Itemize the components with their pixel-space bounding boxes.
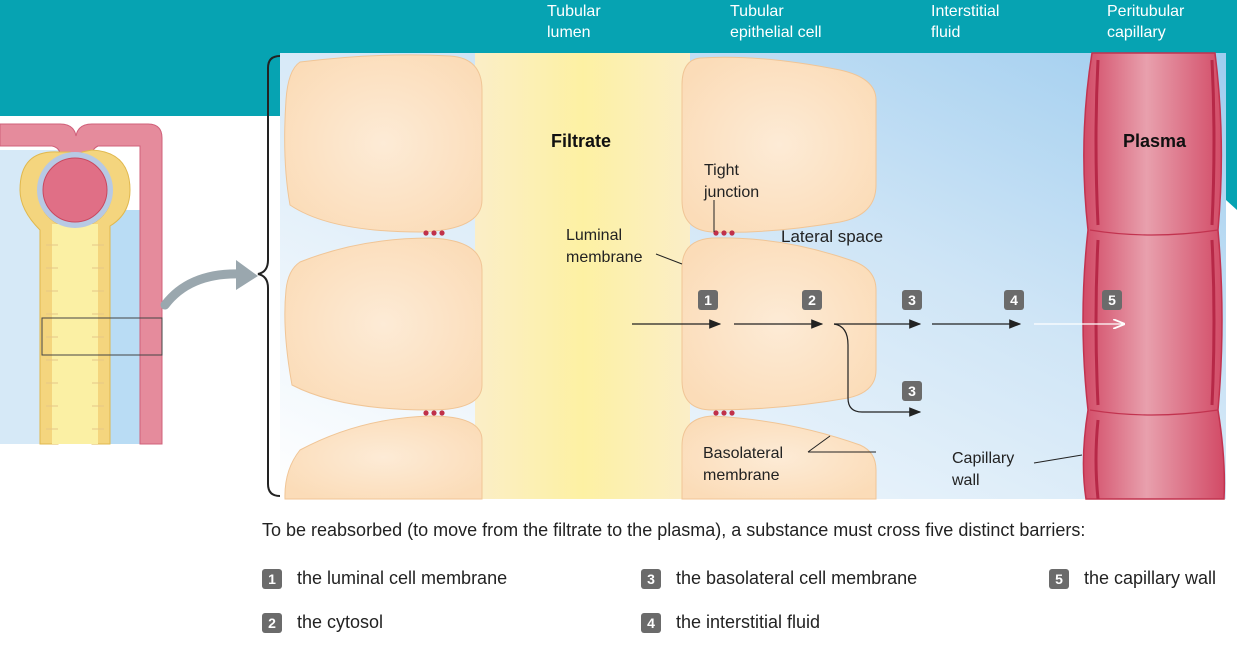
- legend-item-1: 1 the luminal cell membrane: [262, 568, 507, 589]
- luminal-membrane-label: Luminal membrane: [566, 227, 643, 266]
- capillary-wall-label: Capillary wall: [952, 450, 1015, 489]
- legend-item-3: 3 the basolateral cell membrane: [641, 568, 917, 589]
- nephron-inset: [0, 116, 258, 445]
- header-band-left: [0, 53, 280, 116]
- legend-item-5: 5 the capillary wall: [1049, 568, 1216, 589]
- left-cell-column: [284, 54, 483, 500]
- legend-badge-5: 5: [1049, 568, 1069, 589]
- tight-junction-label: Tight junction: [704, 162, 760, 201]
- header-interstitial-fluid: Interstitial fluid: [931, 3, 1000, 41]
- header-tubular-lumen: Tubular lumen: [547, 3, 601, 41]
- plasma-label: Plasma: [1123, 131, 1187, 151]
- basolateral-membrane-label: Basolateral membrane: [703, 445, 784, 484]
- step-badge-3b: 3: [902, 381, 922, 401]
- step-badge-5: 5: [1102, 290, 1122, 310]
- legend-badge-2: 2: [262, 612, 282, 633]
- step-badge-1: 1: [698, 290, 718, 310]
- tight-junction-dots: [423, 230, 735, 416]
- caption: To be reabsorbed (to move from the filtr…: [262, 520, 1086, 540]
- lateral-space-label: Lateral space: [781, 227, 884, 246]
- header-epithelial-cell: Tubular epithelial cell: [730, 3, 822, 41]
- step-badge-3: 3: [902, 290, 922, 310]
- legend-text-2: the cytosol: [297, 612, 384, 632]
- legend-item-4: 4 the interstitial fluid: [641, 612, 820, 633]
- leader-lines: [655, 200, 1083, 464]
- legend-badge-1: 1: [262, 568, 282, 589]
- tubular-lumen-area: [475, 53, 690, 499]
- legend-text-4: the interstitial fluid: [676, 612, 821, 632]
- header-band: [0, 0, 1237, 53]
- header-peritubular-capillary: Peritubular capillary: [1107, 3, 1185, 41]
- legend-text-5: the capillary wall: [1084, 568, 1217, 588]
- zoom-arrow: [160, 269, 247, 310]
- step-badge-4: 4: [1004, 290, 1024, 310]
- filtrate-label: Filtrate: [551, 131, 612, 151]
- legend-text-1: the luminal cell membrane: [297, 568, 508, 588]
- brace: [257, 55, 281, 497]
- transport-arrows: [632, 319, 1022, 417]
- peritubular-capillary: [1082, 52, 1226, 500]
- legend-item-2: 2 the cytosol: [262, 612, 383, 633]
- legend-text-3: the basolateral cell membrane: [676, 568, 918, 588]
- legend-badge-3: 3: [641, 568, 661, 589]
- epithelial-cell-column: [681, 56, 877, 500]
- step-badge-2: 2: [802, 290, 822, 310]
- legend-badge-4: 4: [641, 612, 661, 633]
